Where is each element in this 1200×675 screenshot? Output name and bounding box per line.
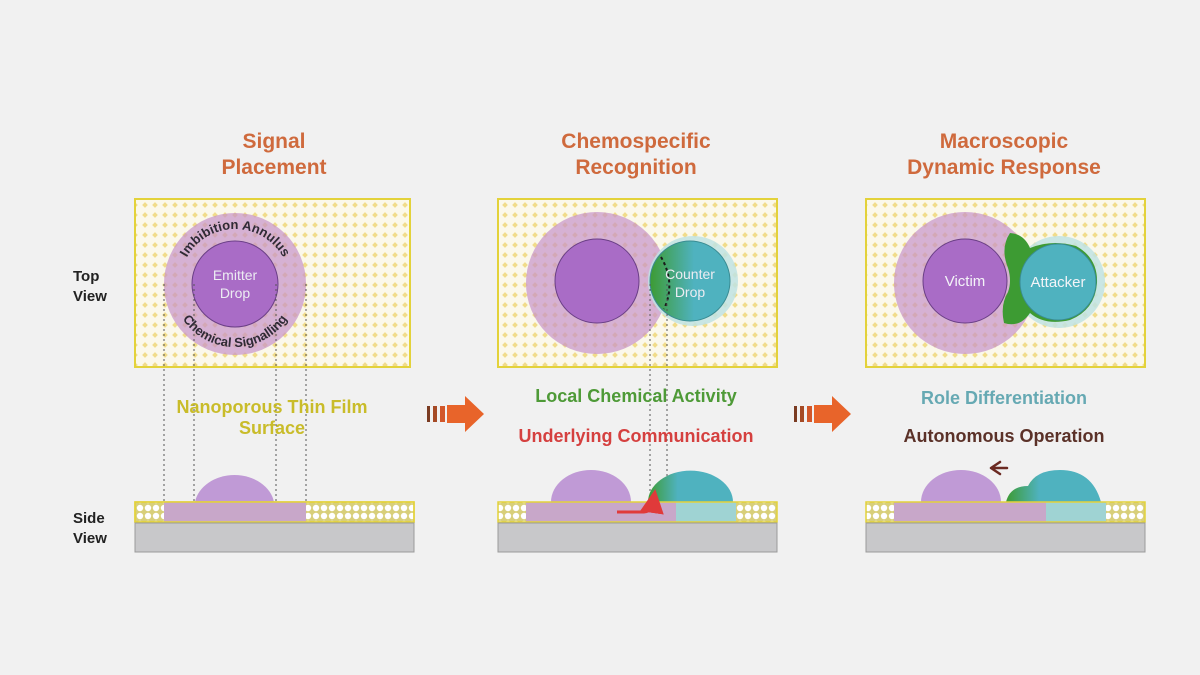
panel-2-substrate [497,522,778,553]
process-arrow-1 [427,396,484,432]
panel-1-projection-lines [163,284,307,505]
panel-chemospecific-recognition: Chemospecific Recognition Counter Drop L… [497,130,778,553]
panel-1-caption-1: Nanoporous Thin Film [177,397,368,417]
panel-3-title-line-1: Macroscopic [940,130,1069,153]
panel-2-caption-2: Underlying Communication [518,426,753,446]
emitter-drop-top [191,240,279,328]
panel-macroscopic-dynamic-response: Macroscopic Dynamic Response Victim Atta… [865,130,1146,553]
victim-label: Victim [945,273,986,290]
panel-3-caption-1: Role Differentiation [921,388,1087,408]
panel-1-imbibed-region [164,502,306,522]
top-view-label-2: View [73,288,107,305]
victim-drop-top [922,238,1008,324]
emitter-drop-label-1: Emitter [213,267,258,283]
counter-drop-top [649,240,731,322]
counter-drop-label-2: Drop [675,284,706,300]
panel-2-imbibed-region [526,502,676,522]
panel-2-title-line-2: Recognition [575,156,696,179]
panel-1-caption-2: Surface [239,418,305,438]
panel-2-caption-1: Local Chemical Activity [535,386,736,406]
counter-drop-side [648,470,733,502]
attacker-drop-side [1006,470,1101,502]
attacker-label: Attacker [1030,274,1085,291]
attacker-drop-top [1019,243,1097,321]
panel-3-title-line-2: Dynamic Response [907,156,1101,179]
panel-3-caption-2: Autonomous Operation [904,426,1105,446]
panel-1-substrate [134,522,415,553]
panel-2-projection-lines [649,284,668,505]
counter-drop-label-1: Counter [665,266,715,282]
process-arrow-2 [794,396,851,432]
panel-2-counter-region [676,502,736,522]
communication-arrow [617,489,664,515]
panel-1-title-line-2: Placement [221,156,326,179]
victim-drop-side [921,470,1001,502]
panel-1-title-line-1: Signal [242,130,305,153]
panel-2-emitter-drop-top [554,238,640,324]
panel-signal-placement: Signal Placement Imbibition Annulus Chem… [134,130,415,553]
panel-2-title-line-1: Chemospecific [561,130,711,153]
side-view-label-1: Side [73,510,105,527]
side-view-label-2: View [73,530,107,547]
emitter-drop-side [195,475,274,502]
panel-2-emitter-drop-side [551,470,631,502]
recognition-boundary [660,256,671,310]
panel-3-substrate [865,522,1146,553]
attack-direction-arrow [989,460,1009,476]
panel-3-attacker-region [1046,502,1106,522]
panel-3-imbibed-region [894,502,1046,522]
top-view-label-1: Top [73,268,99,285]
emitter-drop-label-2: Drop [220,285,251,301]
